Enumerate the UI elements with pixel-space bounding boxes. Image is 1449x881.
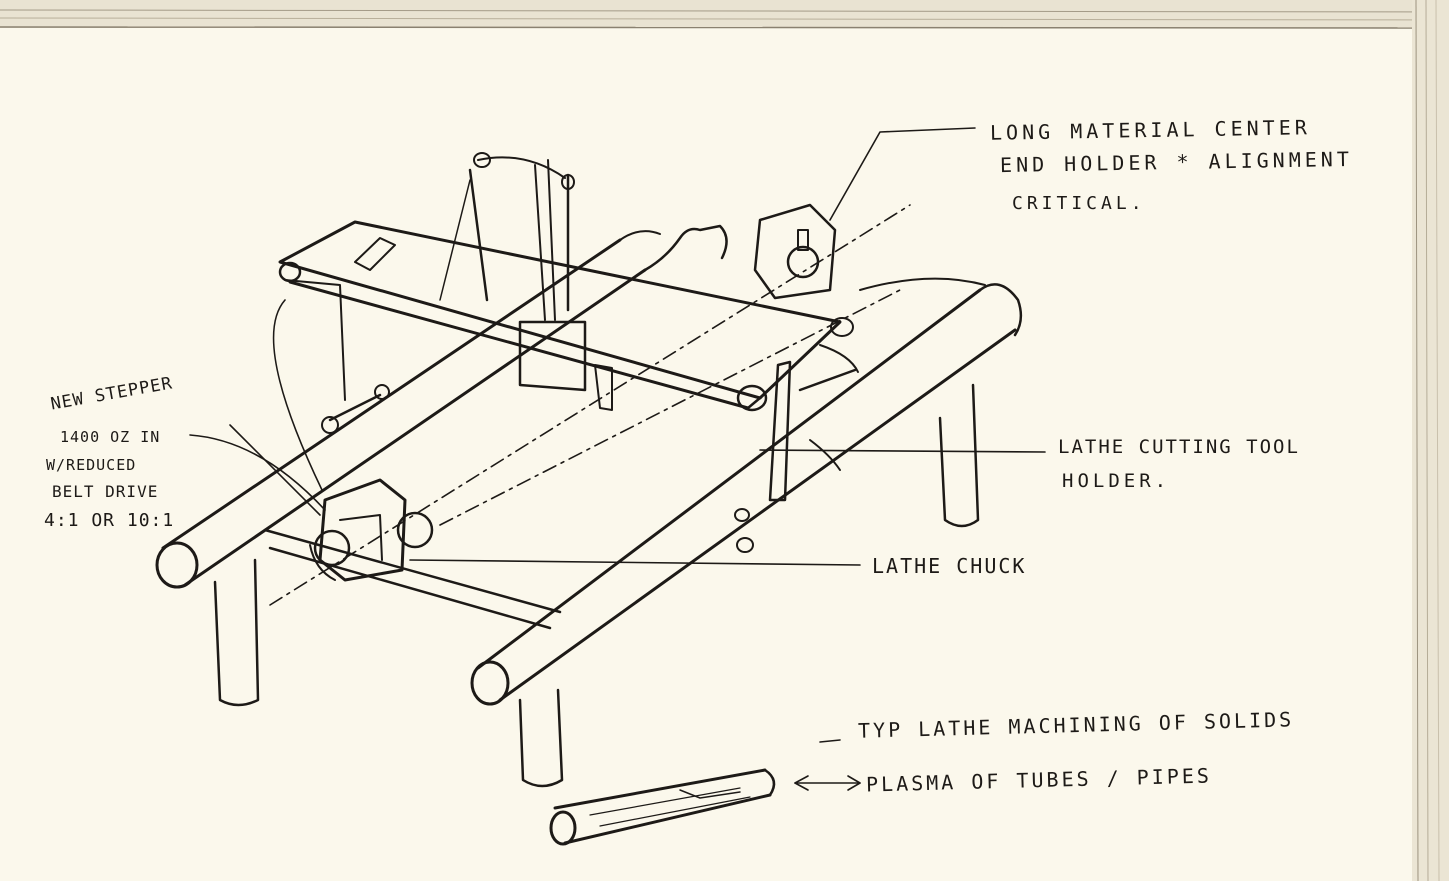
annotation-center-holder-line-1: LONG MATERIAL CENTER [989, 115, 1312, 145]
right-rail [470, 277, 1023, 706]
tailstock [753, 203, 837, 300]
headstock-chuck [309, 478, 434, 582]
gantry-beam [278, 220, 854, 412]
tool-holder [734, 344, 859, 553]
annotation-center-holder-line-2: END HOLDER * ALIGNMENT [999, 146, 1354, 178]
legs [213, 383, 980, 788]
annotation-stepper-line-4: BELT DRIVE [52, 482, 159, 501]
z-axis-carriage [439, 152, 613, 411]
annotation-tool-holder-line-1: LATHE CUTTING TOOL [1058, 436, 1300, 458]
center-axis [269, 204, 911, 606]
annotation-stepper-line-2: 1400 OZ IN [60, 428, 161, 446]
annotation-center-holder-line-3: CRITICAL. [1012, 193, 1146, 214]
cross-members [263, 384, 562, 630]
annotation-lathe-chuck: LATHE CHUCK [872, 554, 1027, 578]
annotation-stepper-line-5: 4:1 OR 10:1 [44, 510, 175, 531]
tube-pipe-sketch [549, 768, 776, 846]
leader-lines [189, 127, 1046, 791]
annotation-stepper-line-3: W/REDUCED [46, 456, 137, 474]
annotation-tool-holder-line-2: HOLDER. [1062, 470, 1171, 492]
belt-drive [229, 299, 323, 516]
